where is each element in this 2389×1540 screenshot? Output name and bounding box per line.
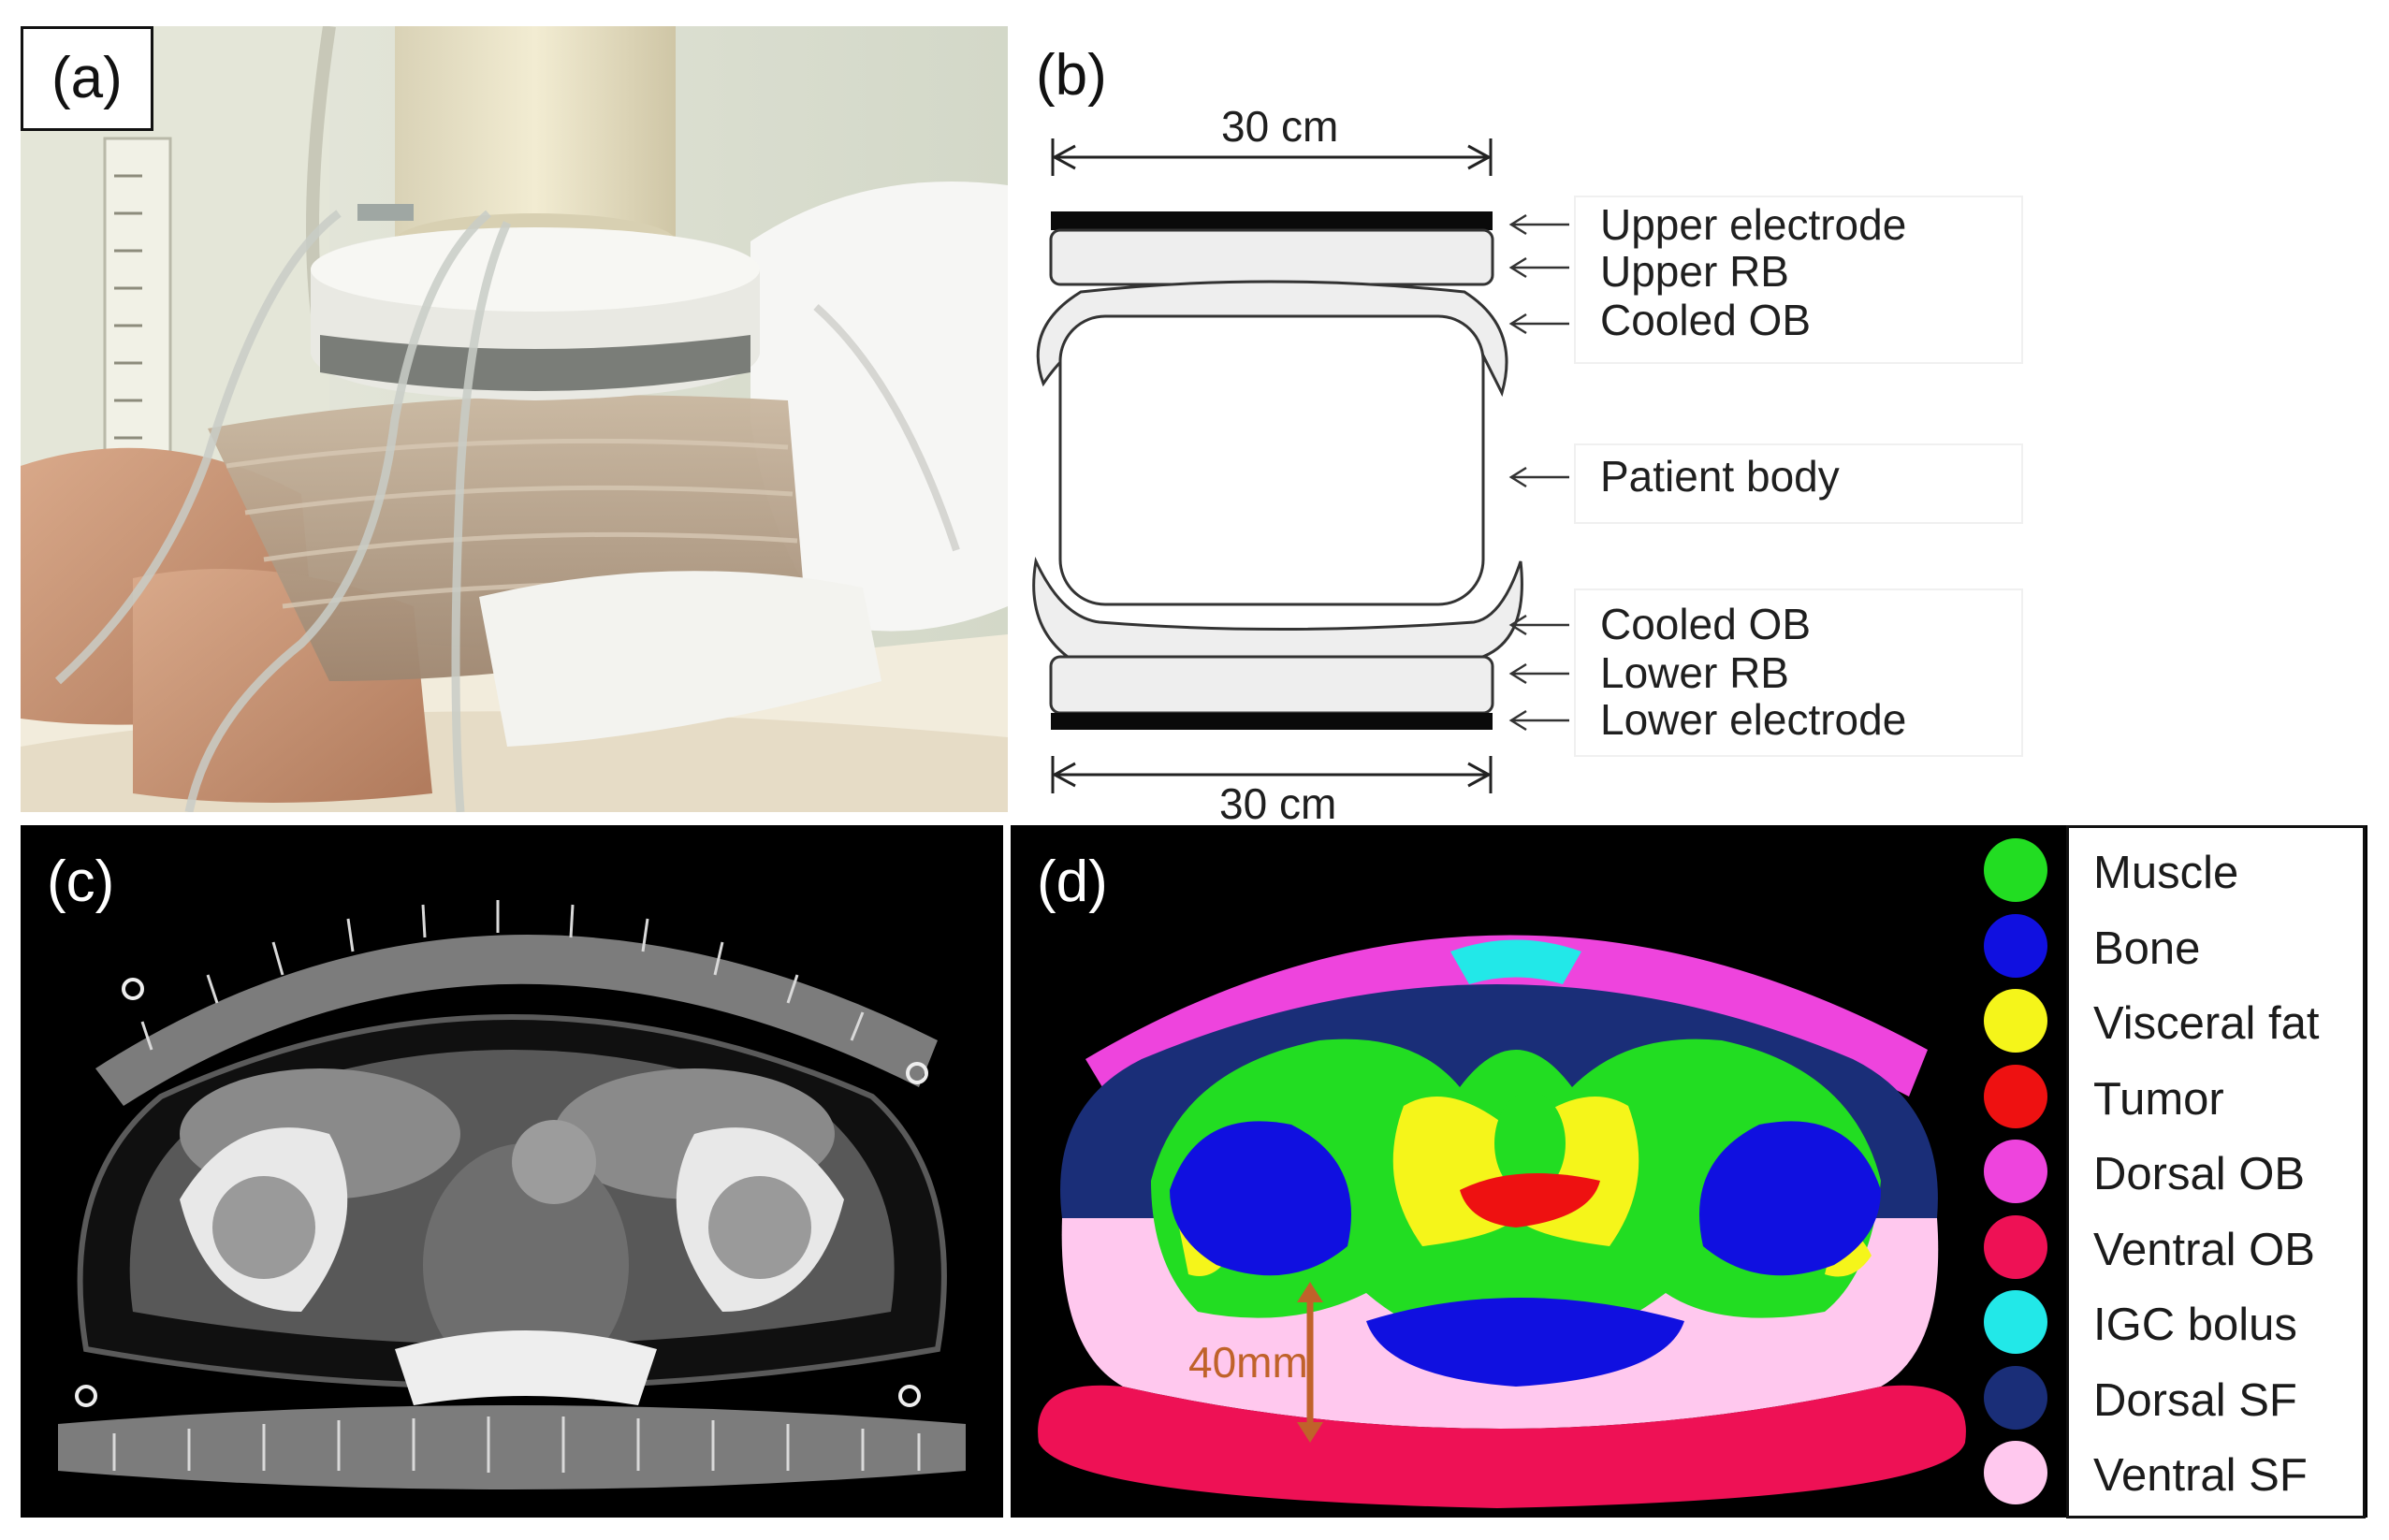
legend-swatch-tumor bbox=[1984, 1064, 2047, 1128]
bone-region-center bbox=[1366, 1298, 1684, 1387]
patient-body-shape bbox=[1058, 314, 1485, 606]
dimension-top-label: 30 cm bbox=[1221, 102, 1339, 151]
legend-label-dorsal-ob: Dorsal OB bbox=[2093, 1149, 2306, 1199]
layer-label-patient-body: Patient body bbox=[1600, 452, 1840, 501]
panel-c-label: (c) bbox=[47, 850, 115, 914]
legend-label-dorsal-sf: Dorsal SF bbox=[2093, 1374, 2297, 1426]
layer-label-lower-electrode: Lower electrode bbox=[1600, 695, 1907, 744]
legend-swatch-muscle bbox=[1984, 838, 2047, 902]
legend-swatch-ventral-sf bbox=[1984, 1441, 2047, 1504]
ventral-ob-region bbox=[1038, 1385, 1966, 1508]
legend-swatch-dorsal-sf bbox=[1984, 1365, 2047, 1430]
dorsal-ob-region bbox=[1085, 935, 1928, 1106]
ct-cross-section bbox=[21, 825, 1003, 1518]
layer-label-lower-rb: Lower RB bbox=[1600, 648, 1789, 697]
bone-region-left bbox=[1170, 1121, 1351, 1276]
legend-label-visceral-fat: Visceral fat bbox=[2093, 998, 2320, 1049]
upper-electrode-shape bbox=[1051, 211, 1493, 230]
panel-a-label: (a) bbox=[21, 26, 153, 131]
legend-swatch-visceral-fat bbox=[1984, 989, 2047, 1053]
panel-b-diagram: (b) bbox=[1015, 19, 2035, 828]
dimension-bottom-label: 30 cm bbox=[1219, 779, 1337, 828]
legend-label-igc-bolus: IGC bolus bbox=[2093, 1300, 2297, 1350]
panel-d-label: (d) bbox=[1037, 850, 1108, 914]
tissue-segmentation-map bbox=[1011, 825, 2017, 1518]
lower-rb-shape bbox=[1049, 655, 1494, 715]
legend-swatch-bone bbox=[1984, 913, 2047, 978]
layer-label-upper-electrode: Upper electrode bbox=[1600, 200, 1907, 249]
legend-label-ventral-ob: Ventral OB bbox=[2093, 1224, 2315, 1275]
measurement-arrow bbox=[1297, 1282, 1323, 1443]
layer-label-lower-cooled-ob: Cooled OB bbox=[1600, 600, 1812, 648]
lower-electrode-shape bbox=[1051, 713, 1493, 730]
measurement-label: 40mm bbox=[1188, 1338, 1308, 1387]
layer-label-upper-cooled-ob: Cooled OB bbox=[1600, 296, 1812, 344]
layer-schematic bbox=[1032, 138, 2023, 793]
legend-label-muscle: Muscle bbox=[2093, 848, 2239, 898]
legend-swatch-igc-bolus bbox=[1984, 1290, 2047, 1354]
legend-swatch-dorsal-ob bbox=[1984, 1140, 2047, 1203]
panel-a-photo: (a) bbox=[21, 26, 1008, 812]
upper-rb-shape bbox=[1049, 228, 1494, 286]
panel-c-ct-image: (c) bbox=[21, 825, 1003, 1518]
legend-label-bone: Bone bbox=[2093, 923, 2201, 974]
legend-label-ventral-sf: Ventral SF bbox=[2093, 1450, 2308, 1501]
igc-bolus-region bbox=[1450, 939, 1581, 984]
layer-label-upper-rb: Upper RB bbox=[1600, 247, 1789, 296]
legend-swatch-ventral-ob bbox=[1984, 1214, 2047, 1279]
bone-region-right bbox=[1699, 1121, 1881, 1276]
panel-b-label: (b) bbox=[1036, 43, 1107, 108]
treatment-setup-photo bbox=[21, 26, 1008, 812]
legend-label-tumor: Tumor bbox=[2093, 1073, 2224, 1125]
tumor-region bbox=[1460, 1173, 1600, 1228]
